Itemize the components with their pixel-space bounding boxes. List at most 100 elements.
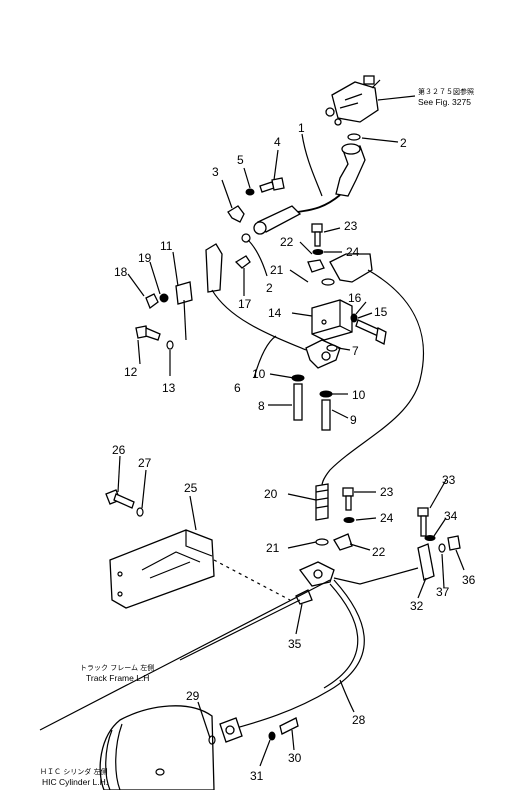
hose-end-fitting: [253, 205, 302, 235]
washer-10-right: [319, 390, 333, 398]
callout-2-mid: 2: [266, 281, 273, 295]
o-ring-7: [326, 344, 338, 352]
callout-11: 11: [160, 239, 173, 253]
washer-34: [424, 535, 436, 541]
clamp-line: [333, 567, 419, 585]
plate-25: [109, 529, 215, 609]
callout-23-bottom: 23: [380, 485, 394, 499]
callout-24-bottom: 24: [380, 511, 394, 525]
callout-22-bottom: 22: [372, 545, 386, 559]
callout-5: 5: [237, 153, 244, 167]
bolt-15: [355, 319, 387, 345]
callout-21-bottom: 21: [266, 541, 280, 555]
bolt-23-top: [311, 223, 323, 247]
track-frame-line: [39, 579, 331, 731]
hose-6: [211, 289, 307, 351]
callout-28: 28: [352, 713, 366, 727]
nut-18: [145, 293, 159, 310]
bolt-12: [135, 325, 161, 341]
swivel-fitting: [305, 339, 341, 369]
callout-14: 14: [268, 306, 282, 320]
fig-ref-jp: 第３２７５図参照: [418, 87, 474, 96]
elbow-fitting-mid: [329, 253, 373, 283]
o-ring-21-top: [321, 278, 335, 286]
callout-27: 27: [138, 456, 152, 470]
fig-ref-en: See Fig. 3275: [418, 97, 471, 107]
callout-26: 26: [112, 443, 126, 457]
bolt-23-bottom: [342, 487, 354, 511]
callout-34: 34: [444, 509, 458, 523]
washer-31: [268, 731, 276, 741]
elbow-fitting-top: [335, 143, 366, 197]
hose-clamp-6: [205, 243, 223, 293]
washer-13: [166, 340, 174, 350]
o-ring-2-top: [347, 133, 361, 141]
notes: 第３２７５図参照 See Fig. 3275 トラック フレーム 左側 Trac…: [40, 87, 474, 787]
callout-10-left: 10: [252, 367, 266, 381]
callout-3: 3: [212, 165, 219, 179]
callout-29: 29: [186, 689, 200, 703]
washer-16: [350, 313, 358, 323]
track-frame-en: Track Frame L.H: [86, 673, 149, 683]
manifold-block-14: [311, 299, 353, 341]
bolt-4: [259, 177, 285, 193]
callout-31: 31: [250, 769, 264, 783]
fitting-3: [227, 205, 245, 223]
washer-27: [136, 507, 144, 517]
callout-10-right: 10: [352, 388, 366, 402]
o-ring-29: [208, 735, 216, 745]
hose-1: [297, 194, 341, 213]
callout-4: 4: [274, 135, 281, 149]
bracket-32: [417, 543, 435, 581]
callout-7: 7: [352, 344, 359, 358]
washer-5: [245, 188, 255, 196]
callout-25: 25: [184, 481, 198, 495]
callout-numbers: 1 2 2 3 4 5 6 7 8 9 10 10 11 12 13 14 15…: [112, 121, 476, 783]
bolt-26: [105, 489, 135, 509]
track-frame-line-2: [179, 599, 301, 661]
cylinder-jp: ＨＩＣ シリンダ 左側: [40, 767, 107, 776]
callout-1: 1: [298, 121, 305, 135]
elbow-fitting-bottom: [298, 561, 335, 587]
callout-37: 37: [436, 585, 450, 599]
callout-18: 18: [114, 265, 128, 279]
callout-36: 36: [462, 573, 476, 587]
callout-6: 6: [234, 381, 241, 395]
callout-35: 35: [288, 637, 302, 651]
washer-37: [438, 543, 446, 553]
hose-28: [235, 579, 365, 729]
callout-20: 20: [264, 487, 278, 501]
callout-16: 16: [348, 291, 362, 305]
washer-24-top: [312, 249, 324, 255]
clamp-22-top: [307, 259, 325, 273]
nut-36: [447, 535, 461, 551]
callout-9: 9: [350, 413, 357, 427]
cylinder: [99, 705, 215, 790]
callout-30: 30: [288, 751, 302, 765]
callout-2-top: 2: [400, 136, 407, 150]
callout-23-top: 23: [344, 219, 358, 233]
callout-13: 13: [162, 381, 176, 395]
pipe-20: [315, 483, 329, 521]
washer-19: [159, 293, 169, 303]
dashed-leader-plate: [213, 559, 291, 601]
callout-21-top: 21: [270, 263, 284, 277]
hose-to-20: [321, 269, 425, 487]
hose-28-inner: [323, 583, 359, 689]
clamp-22-bottom: [333, 533, 353, 551]
o-ring-21-bottom: [315, 538, 329, 546]
callout-15: 15: [374, 305, 388, 319]
callout-19: 19: [138, 251, 152, 265]
callout-22-top: 22: [280, 235, 294, 249]
bracket-11: [175, 281, 193, 341]
fitting-29: [219, 717, 243, 743]
bolt-9: [321, 399, 331, 431]
washer-24-bottom: [343, 517, 355, 523]
callout-33: 33: [442, 473, 456, 487]
callout-8: 8: [258, 399, 265, 413]
clamp-17: [234, 255, 251, 269]
valve-assembly: [325, 75, 381, 126]
track-frame-jp: トラック フレーム 左側: [80, 663, 154, 672]
bolt-30: [279, 717, 299, 735]
